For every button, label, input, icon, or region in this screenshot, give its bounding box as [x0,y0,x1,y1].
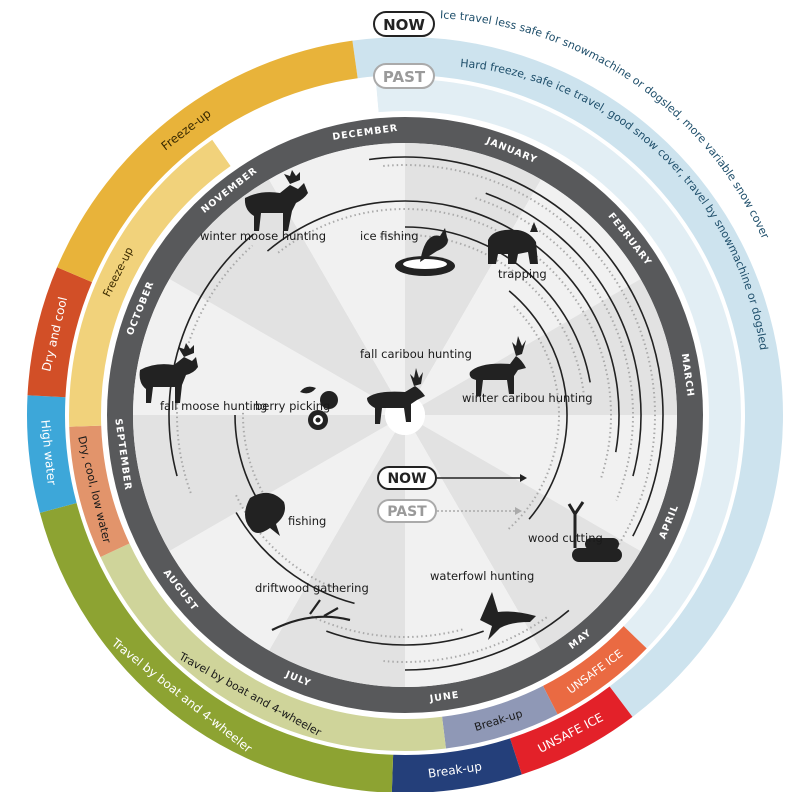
past-badge-top: PAST [373,63,435,89]
label-waterfowl: waterfowl hunting [430,569,534,583]
wedge-8 [169,425,395,651]
driftwood-icon [271,599,351,631]
now-activity-arc-3 [485,192,642,477]
caribou-icon-fall [367,368,425,424]
now-segment-4 [39,502,394,793]
label-fall-caribou: fall caribou hunting [360,347,472,361]
wood-icon [567,501,622,562]
now-legend: NOW [377,466,527,490]
now-segment-7 [57,40,358,283]
label-fall-moose: fall moose hunting [160,399,267,413]
past-activity-arc-8 [379,234,586,400]
month-wedges [133,143,677,687]
past-label-top: PAST [383,68,426,86]
caribou-icon-winter [469,336,526,396]
past-conditions-ring [69,78,741,751]
now-segment-2 [510,686,633,775]
label-driftwood: driftwood gathering [255,581,369,595]
now-activity-arc-17 [326,630,484,646]
past-activity-arc-16 [234,493,342,592]
wedge-10 [133,279,388,415]
month-june: JUNE [428,690,460,705]
past-activity-arc-2 [383,164,656,559]
label-trapping: trapping [498,267,547,281]
past-activity-arc-4 [475,197,634,501]
now-activity-arc-15 [235,512,355,605]
wedge-3 [422,279,677,415]
wedge-1 [405,143,541,398]
label-fishing: fishing [288,514,326,528]
now-legend-label: NOW [387,471,426,487]
wedge-11 [169,179,395,405]
past-activity-arc-20 [383,616,548,663]
past-segment-5 [69,425,130,557]
now-label-top: NOW [383,16,425,34]
now-activity-arc-11 [168,233,254,477]
now-high-water: High water [38,419,59,486]
past-legend: PAST [377,499,522,523]
now-activity-arc-9 [508,290,568,520]
now-segment-1 [352,37,783,717]
ice-fishing-icon [395,228,455,276]
past-segment-1 [375,78,741,649]
now-activity-arc-19 [404,609,570,671]
label-ice-fishing: ice fishing [360,229,419,243]
wedge-9 [133,415,388,551]
now-conditions-ring [26,37,783,794]
label-winter-moose: winter moose hunting [200,229,326,243]
past-segment-4 [100,543,446,751]
past-segment-6 [69,139,231,427]
label-winter-caribou: winter caribou hunting [462,391,593,405]
now-badge-top: NOW [373,11,435,37]
wedge-4 [422,415,677,551]
now-activity-arc-1 [368,156,664,537]
past-legend-label: PAST [387,504,427,520]
past-segment-3 [442,685,558,749]
past-segment-2 [543,626,647,715]
now-activity-arc-7 [404,226,591,383]
wedge-7 [269,432,405,687]
label-berry-picking: berry picking [255,399,330,413]
label-wood-cutting: wood cutting [528,531,603,545]
lynx-icon [488,222,538,264]
wedge-2 [415,179,641,405]
wedge-12 [269,143,405,398]
berry-icon [300,386,338,430]
moose-icon-winter [244,170,308,231]
goose-icon [480,592,536,640]
wedge-5 [415,425,641,651]
now-segment-6 [27,267,93,398]
moose-icon-fall [139,343,198,403]
now-segment-5 [26,395,77,513]
fish-icon [245,492,285,536]
now-segment-3 [391,738,522,794]
past-activity-arc-18 [310,615,463,638]
